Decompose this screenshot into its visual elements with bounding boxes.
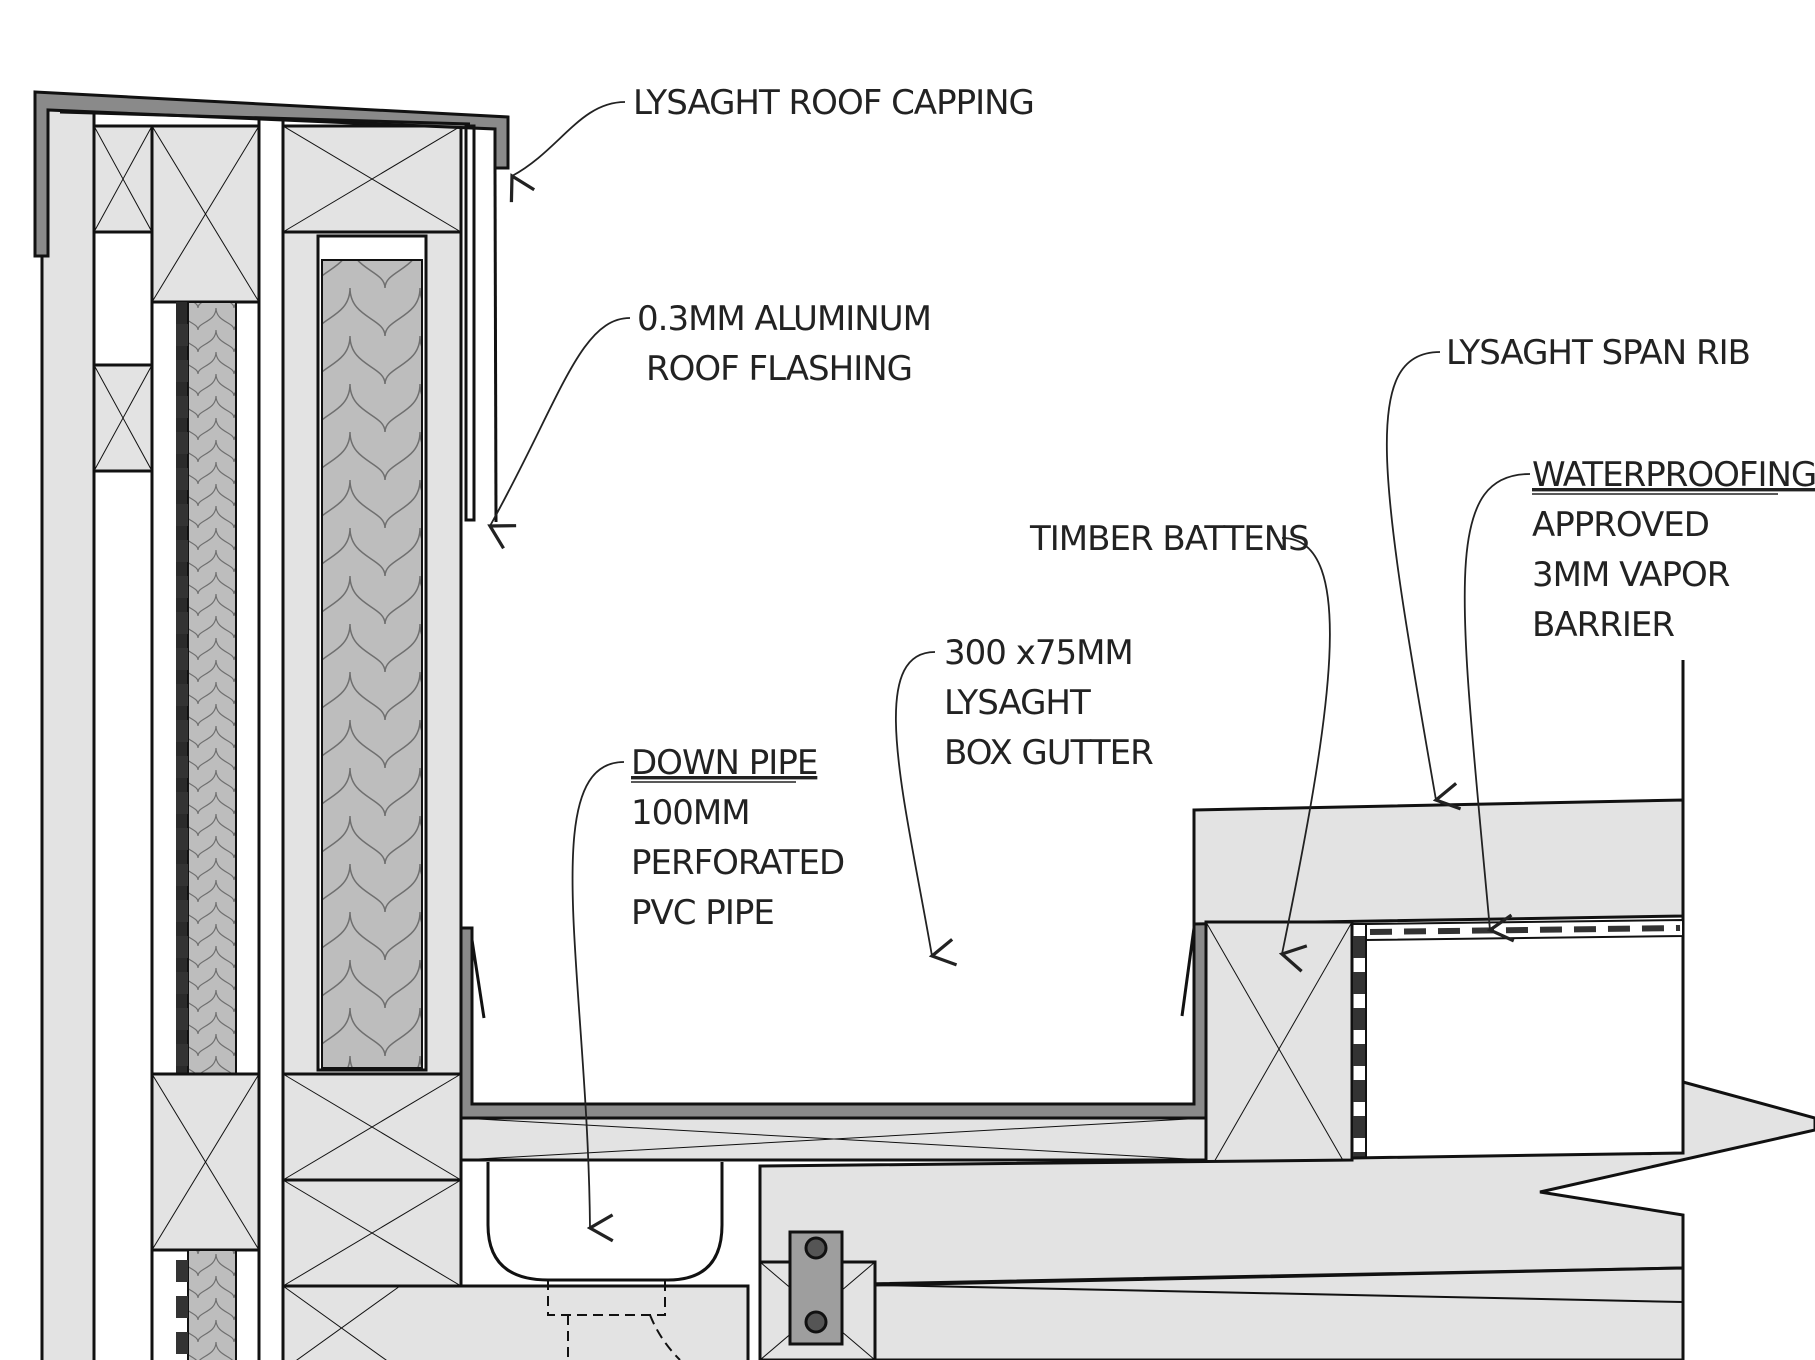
label-downpipe-line2: PERFORATED xyxy=(631,843,844,883)
leader-down-pipe xyxy=(571,761,625,1228)
label-waterproofing-line1: APPROVED xyxy=(1532,505,1709,545)
label-gutter-line2: LYSAGHT xyxy=(944,683,1091,723)
leader-roof-capping xyxy=(512,101,626,176)
roof-capping xyxy=(33,90,510,258)
label-timber-battens: TIMBER BATTENS xyxy=(1029,519,1309,559)
label-downpipe-title: DOWN PIPE xyxy=(631,743,817,783)
box-gutter xyxy=(459,920,1208,1162)
leader-timber-battens xyxy=(1282,537,1331,954)
label-downpipe-line1: 100MM xyxy=(631,793,750,833)
label-gutter-line3: BOX GUTTER xyxy=(944,733,1153,773)
roof-flashing xyxy=(59,110,476,522)
label-waterproofing-line3: BARRIER xyxy=(1532,605,1674,645)
roof-assembly xyxy=(758,660,1815,1360)
leader-lines xyxy=(490,101,1531,1228)
label-span-rib: LYSAGHT SPAN RIB xyxy=(1446,333,1750,373)
wall-assembly xyxy=(40,108,750,1360)
label-flashing-line2: ROOF FLASHING xyxy=(646,349,912,389)
leader-box-gutter xyxy=(895,651,935,956)
label-gutter-line1: 300 x75MM xyxy=(944,633,1133,673)
leader-span-rib xyxy=(1385,351,1440,800)
label-flashing-line1: 0.3MM ALUMINUM xyxy=(637,299,931,339)
label-downpipe-line3: PVC PIPE xyxy=(631,893,774,933)
annotations: LYSAGHT ROOF CAPPING 0.3MM ALUMINUM ROOF… xyxy=(631,83,1815,933)
leader-roof-flashing xyxy=(490,317,631,526)
leader-waterproofing xyxy=(1463,473,1531,930)
label-roof-capping: LYSAGHT ROOF CAPPING xyxy=(633,83,1034,123)
label-waterproofing-title: WATERPROOFING xyxy=(1532,455,1815,495)
label-waterproofing-line2: 3MM VAPOR xyxy=(1532,555,1730,595)
